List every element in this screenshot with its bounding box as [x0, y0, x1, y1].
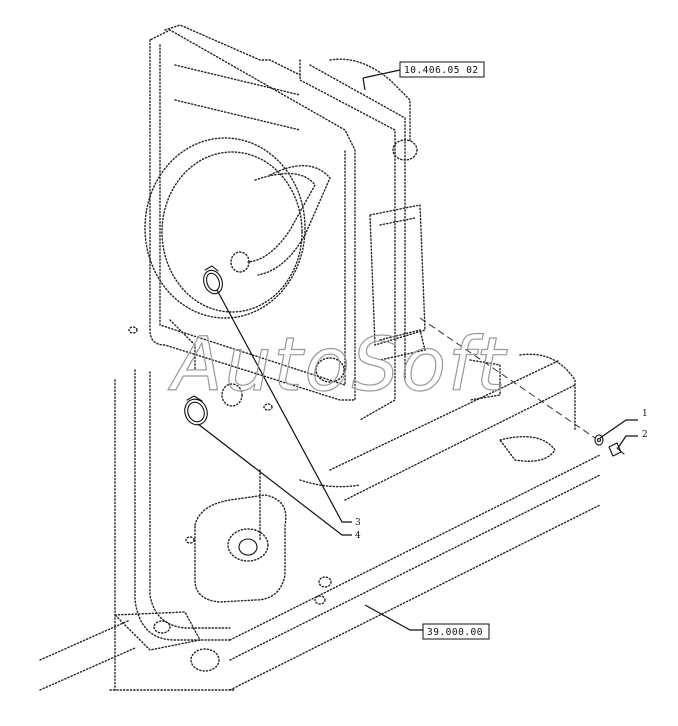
leader-lines: [197, 69, 638, 631]
washer-icon: [594, 434, 604, 446]
ref-cooling-pack-label: 10.406.05 02: [404, 65, 479, 76]
fasteners: [594, 434, 625, 457]
callout-2: 2: [642, 430, 648, 440]
callout-4: 4: [355, 531, 361, 541]
chassis-frame: [39, 353, 601, 691]
alignment-line: [419, 317, 596, 439]
watermark-logo: AutoSoft: [168, 322, 508, 408]
cooling-pack: [128, 24, 501, 421]
callout-1: 1: [642, 409, 648, 419]
ref-box-cooling-pack[interactable]: 10.406.05 02: [399, 61, 485, 78]
clamp-upper-icon: [203, 269, 223, 295]
clamp-lower-icon: [184, 398, 208, 426]
callout-3: 3: [355, 518, 361, 528]
ref-box-chassis[interactable]: 39.000.00: [422, 623, 490, 640]
ref-chassis-label: 39.000.00: [427, 627, 483, 638]
hose-clamps: [184, 265, 223, 426]
